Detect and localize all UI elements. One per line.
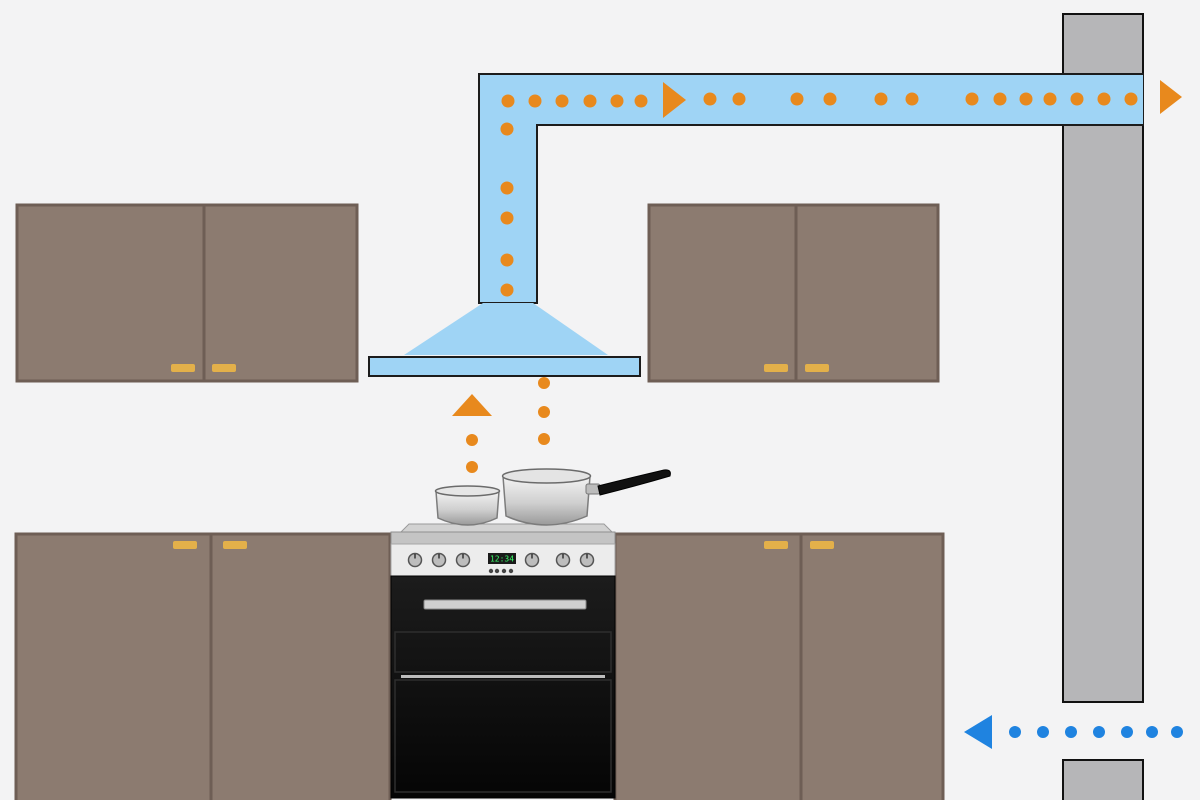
- cabinet-door: [15, 203, 206, 383]
- oven-door-lower: [394, 679, 612, 793]
- exhaust-dot: [555, 94, 569, 108]
- display-button-icon[interactable]: [501, 568, 507, 574]
- exhaust-dot: [993, 92, 1007, 106]
- exhaust-airflow: [452, 80, 1182, 473]
- triangle-arrow-icon: [663, 82, 686, 118]
- wall-segment: [1062, 13, 1144, 75]
- exhaust-dot: [790, 92, 804, 106]
- lower-cabinet-right: [613, 532, 945, 800]
- exhaust-dot: [823, 92, 837, 106]
- fresh-air-dot: [1065, 726, 1077, 738]
- cabinet-handle: [764, 541, 788, 549]
- exhaust-dot: [703, 92, 717, 106]
- triangle-arrow-icon: [452, 394, 492, 416]
- cabinet-door: [14, 532, 213, 800]
- fresh-air-dot: [1121, 726, 1133, 738]
- saucepan-icon: [501, 468, 671, 526]
- oven-display-text: 12:34: [490, 555, 514, 564]
- exhaust-dot: [732, 92, 746, 106]
- exhaust-dot: [500, 211, 514, 225]
- wall-segment: [1062, 124, 1144, 703]
- cabinet-door: [202, 203, 359, 383]
- exhaust-dot: [610, 94, 624, 108]
- exhaust-dot: [905, 92, 919, 106]
- cooktop: [399, 523, 614, 533]
- range-hood: [368, 303, 641, 377]
- cabinet-door: [613, 532, 803, 800]
- display-button-icon[interactable]: [488, 568, 494, 574]
- cabinet-handle: [805, 364, 829, 372]
- exhaust-dot: [538, 406, 550, 418]
- stove-oven: 12:34: [390, 523, 616, 799]
- exhaust-dot: [634, 94, 648, 108]
- oven-knob-icon[interactable]: [524, 552, 540, 568]
- triangle-arrow-icon: [1160, 80, 1182, 114]
- exhaust-dot: [583, 94, 597, 108]
- display-button-icon[interactable]: [494, 568, 500, 574]
- exhaust-dot: [1124, 92, 1138, 106]
- hood-canopy: [404, 303, 608, 355]
- upper-cabinet-right: [647, 203, 940, 383]
- oven-knob-icon[interactable]: [407, 552, 423, 568]
- upper-cabinet-left: [15, 203, 359, 383]
- cabinet-handle: [764, 364, 788, 372]
- exhaust-dot: [501, 94, 515, 108]
- cabinet-handle: [173, 541, 197, 549]
- lower-cabinet-left: [14, 532, 392, 800]
- oven-drawer-handle[interactable]: [401, 675, 605, 678]
- cabinet-handle: [171, 364, 195, 372]
- triangle-arrow-icon: [964, 715, 992, 749]
- exhaust-dot: [500, 253, 514, 267]
- small-pot-rim: [434, 485, 501, 497]
- cabinet-door: [647, 203, 798, 383]
- exhaust-dot: [466, 434, 478, 446]
- cabinet-handle: [223, 541, 247, 549]
- cabinet-handle: [212, 364, 236, 372]
- display-button-icon[interactable]: [508, 568, 514, 574]
- fresh-air-inflow: [964, 715, 1183, 749]
- oven-body: [390, 575, 616, 799]
- exhaust-dot: [500, 283, 514, 297]
- exhaust-dot: [965, 92, 979, 106]
- large-pot-body: [502, 475, 591, 526]
- exterior-wall: [1062, 13, 1144, 800]
- pot-handle-mount: [585, 483, 601, 495]
- exhaust-dot: [466, 461, 478, 473]
- oven-handle[interactable]: [423, 599, 587, 610]
- exhaust-dot: [538, 377, 550, 389]
- exhaust-dot: [528, 94, 542, 108]
- oven-display: [488, 553, 516, 564]
- exhaust-dot: [1043, 92, 1057, 106]
- cabinet-door: [209, 532, 392, 800]
- fresh-air-dot: [1037, 726, 1049, 738]
- cabinet-handle: [810, 541, 834, 549]
- fresh-air-dot: [1093, 726, 1105, 738]
- saucepan-icon: [434, 485, 501, 526]
- fresh-air-dot: [1009, 726, 1021, 738]
- cabinet-door: [799, 532, 945, 800]
- cabinet-door: [794, 203, 940, 383]
- exhaust-dot: [538, 433, 550, 445]
- small-pot-body: [435, 490, 500, 526]
- exhaust-dot: [500, 122, 514, 136]
- wall-segment: [1062, 759, 1144, 800]
- oven-door-upper: [394, 631, 612, 673]
- fresh-air-dot: [1146, 726, 1158, 738]
- exhaust-dot: [874, 92, 888, 106]
- exhaust-dot: [1097, 92, 1111, 106]
- oven-knob-icon[interactable]: [579, 552, 595, 568]
- pot-handle: [597, 469, 671, 496]
- oven-knob-icon[interactable]: [431, 552, 447, 568]
- hood-base: [368, 356, 641, 377]
- fresh-air-dot: [1171, 726, 1183, 738]
- oven-knob-icon[interactable]: [455, 552, 471, 568]
- exhaust-dot: [500, 181, 514, 195]
- large-pot-rim: [501, 468, 592, 484]
- cooktop-edge: [390, 531, 616, 545]
- exhaust-dot: [1019, 92, 1033, 106]
- oven-knob-icon[interactable]: [555, 552, 571, 568]
- exhaust-dot: [1070, 92, 1084, 106]
